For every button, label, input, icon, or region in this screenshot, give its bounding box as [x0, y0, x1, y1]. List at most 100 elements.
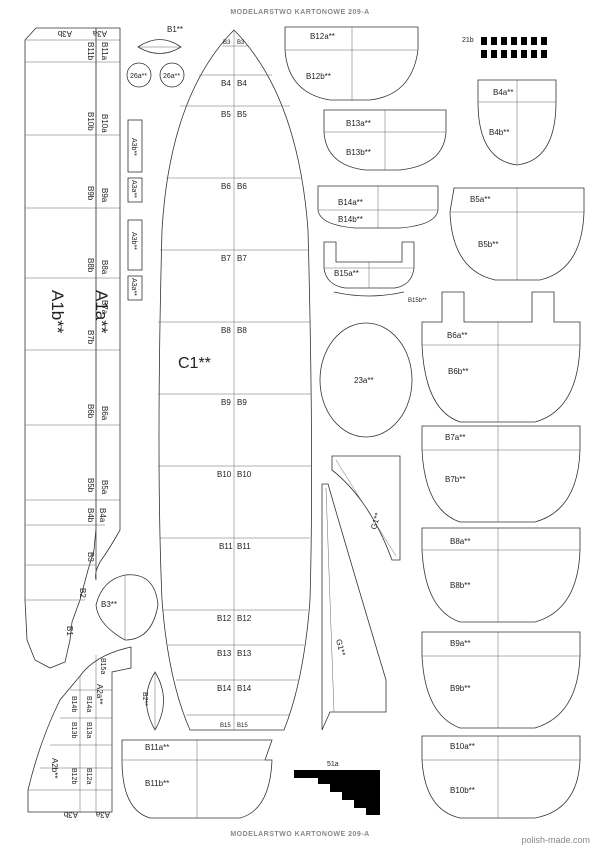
label-b14b-strip: B14b	[70, 696, 77, 712]
label-b11b: B11b	[86, 42, 95, 61]
strip-a1b-outline	[24, 27, 97, 669]
keel-label-b15-r: B15	[237, 723, 248, 729]
label-b9a: B9a	[100, 188, 109, 203]
label-b4b-star: B4b**	[489, 128, 509, 137]
part-21b	[481, 37, 547, 58]
label-b12a-strip: B12a	[85, 768, 92, 784]
label-b12b-star: B12b**	[306, 72, 331, 81]
part-26a-left	[126, 62, 152, 88]
part-26a-right	[159, 62, 185, 88]
part-b2-star	[146, 671, 164, 731]
label-b4b: B4b	[86, 508, 95, 523]
keel-label-b14-r: B14	[237, 684, 252, 693]
label-b11a: B11a	[100, 42, 109, 61]
label-b9b-star: B9b**	[450, 684, 470, 693]
part-a3a-mid2	[127, 275, 143, 301]
label-b13b-strip: B13b	[70, 722, 77, 738]
part-b14	[317, 185, 439, 229]
part-b13	[323, 109, 447, 171]
label-26a-right: 26a**	[163, 73, 180, 80]
keel-label-b7-r: B7	[237, 254, 247, 263]
label-b8a-star: B8a**	[450, 537, 470, 546]
keel-label-b6-l: B6	[221, 182, 231, 191]
label-a3a-bottom: A3a	[95, 810, 110, 819]
label-b10b-star: B10b**	[450, 786, 475, 795]
part-b4	[477, 79, 557, 166]
label-a3b-top: A3b	[57, 29, 72, 38]
keel-label-b12-r: B12	[237, 614, 252, 623]
label-b7b-star: B7b**	[445, 475, 465, 484]
label-b13b-star: B13b**	[346, 148, 371, 157]
label-b6b-star: B6b**	[448, 367, 468, 376]
label-b6a-star: B6a**	[447, 331, 467, 340]
label-g1-lower: G1**	[334, 638, 347, 657]
label-c1: C1**	[178, 355, 211, 372]
label-a1b: A1b**	[48, 290, 67, 334]
label-a3b-mid: A3b**	[130, 138, 137, 156]
keel-label-b7-l: B7	[221, 254, 231, 263]
label-b14a-strip: B14a	[85, 696, 92, 712]
label-a3b-bottom: A3b	[63, 810, 78, 819]
keel-label-b8-r: B8	[237, 326, 247, 335]
keel-label-b11-r: B11	[237, 542, 251, 551]
label-a1a: A1a**	[92, 290, 111, 334]
label-b3-star: B3**	[101, 600, 117, 609]
label-b11a-star: B11a**	[145, 743, 169, 752]
keel-label-b9-l: B9	[221, 398, 231, 407]
label-a3b-mid2: A3b**	[130, 232, 137, 250]
keel-label-b13-r: B13	[237, 649, 252, 658]
label-a3a-top: A3a	[92, 29, 107, 38]
label-a2b: A2b**	[50, 758, 59, 778]
label-b12b-strip: B12b	[70, 768, 77, 784]
label-b2-star: B2**	[141, 692, 148, 706]
left-strip-outer	[24, 27, 121, 669]
label-51a: 51a	[327, 761, 339, 768]
label-b14b-star: B14b**	[338, 215, 363, 224]
part-b9	[421, 631, 581, 729]
keel-label-b9-r: B9	[237, 398, 247, 407]
label-b8b: B8b	[86, 258, 95, 273]
label-b15a-strip: B15a	[99, 658, 106, 674]
keel-label-b4-l: B4	[221, 79, 231, 88]
header-text: MODELARSTWO KARTONOWE 209-A	[230, 9, 369, 16]
label-b5b-star: B5b**	[478, 240, 498, 249]
label-b5a-star: B5a**	[470, 195, 490, 204]
label-b15a-star: B15a**	[334, 269, 359, 278]
part-b15	[323, 241, 415, 297]
label-b10a: B10a	[100, 114, 109, 133]
part-b1-top	[137, 39, 182, 54]
label-26a-left: 26a**	[130, 73, 147, 80]
label-g1-upper: G1**	[369, 512, 382, 531]
keel-label-b14-l: B14	[217, 684, 232, 693]
keel-label-b11-l: B11	[219, 542, 233, 551]
label-b4a-star: B4a**	[493, 88, 513, 97]
label-b9a-star: B9a**	[450, 639, 470, 648]
keel-label-b10-l: B10	[217, 470, 232, 479]
label-b12a-star: B12a**	[310, 32, 335, 41]
part-b10	[421, 735, 581, 819]
part-b11	[121, 739, 273, 819]
label-b9b: B9b	[86, 186, 95, 201]
keel-label-b8-l: B8	[221, 326, 231, 335]
label-b10a-star: B10a**	[450, 742, 475, 751]
watermark: polish-made.com	[521, 835, 590, 845]
label-b7a-star: B7a**	[445, 433, 465, 442]
keel-label-b3-l: B3	[223, 40, 231, 46]
label-b10b: B10b	[86, 112, 95, 131]
part-g1-upper	[331, 455, 401, 561]
part-a3b-mid2	[127, 219, 143, 271]
footer-text: MODELARSTWO KARTONOWE 209-A	[230, 831, 369, 838]
part-23a	[319, 322, 413, 438]
keel-label-b6-r: B6	[237, 182, 247, 191]
label-b1: B1	[65, 626, 74, 636]
label-a3a-mid2: A3a**	[130, 278, 137, 296]
label-b3: B3	[86, 552, 95, 562]
keel-label-b12-l: B12	[217, 614, 232, 623]
label-b6a: B6a	[100, 406, 109, 421]
label-b7a: B7a	[100, 300, 109, 315]
label-a3a-mid: A3a**	[130, 180, 137, 198]
label-b8b-star: B8b**	[450, 581, 470, 590]
keel-label-b5-r: B5	[237, 110, 247, 119]
strip-a2	[27, 646, 132, 813]
label-b2: B2	[78, 588, 87, 598]
